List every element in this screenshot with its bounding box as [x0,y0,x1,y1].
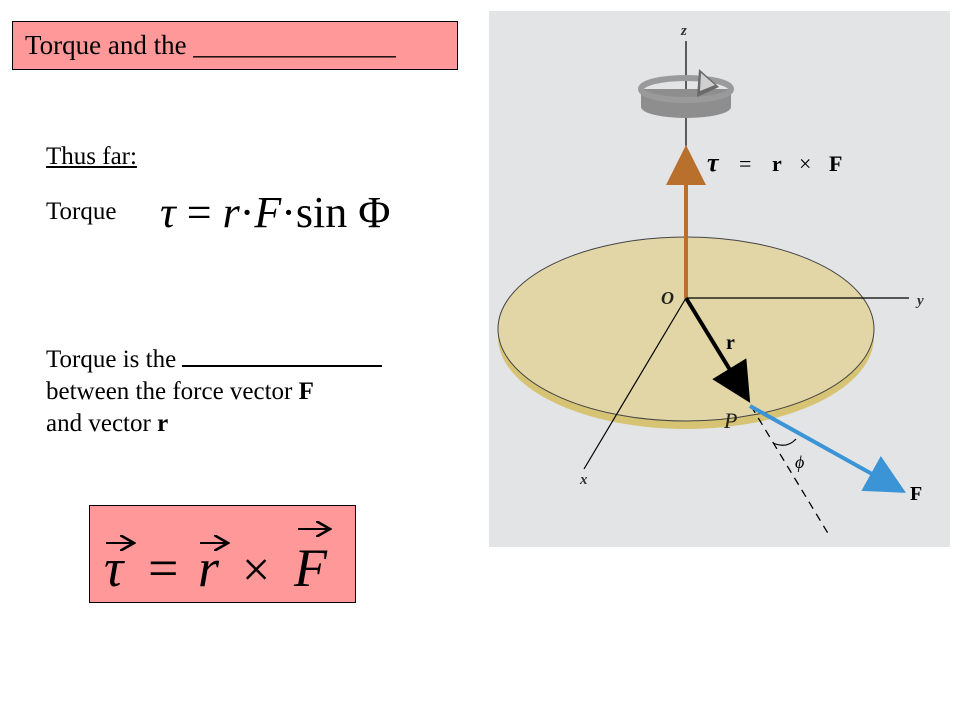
fig-eq-times: × [799,151,811,176]
force-vector-label: F [910,483,922,505]
eq2-equals: = [148,538,178,598]
r-vector [684,296,751,403]
fig-eq-equals: = [739,151,751,176]
para-force-symbol: F [298,378,314,405]
cross-product-formula: τ = r × F [104,506,357,598]
torque-diagram-svg: z y x O r P ϕ [497,23,924,536]
disk [497,236,875,429]
cross-product-paragraph: Torque is the between the force vector F… [46,343,446,440]
para-line2-text: between the force vector [46,378,293,405]
cross-product-formula-box: τ = r × F [89,505,356,603]
x-axis-label: x [579,472,588,488]
eq2-F: F [293,538,328,598]
angle-arc [772,438,797,446]
point-P-label: P [723,408,737,433]
para-line1-text: Torque is the [46,346,177,373]
slide-title: Torque and the _______________ [12,21,458,70]
formula-r: r [222,188,240,237]
rotation-icon [638,69,734,118]
r-vector-label: r [726,332,735,354]
fig-eq-r: r [772,151,782,176]
y-axis-label: y [915,293,924,309]
para-r-symbol: r [157,410,169,437]
eq2-times: × [242,541,270,597]
x-axis [583,297,687,470]
para-line3-text: and vector [46,410,151,437]
fig-eq-F: F [829,151,842,176]
r-extension-dashed [750,405,830,536]
formula-dot-2: · [281,188,296,237]
fig-eq-tau: τ [707,148,720,177]
force-vector [749,404,906,493]
formula-sin: sin [295,188,348,237]
eq2-tau: τ [104,538,125,598]
formula-tau: τ [160,188,176,237]
thus-far-heading: Thus far: [46,143,137,170]
formula-dot-1: · [239,188,255,237]
figure-torque-equation: τ = r × F [707,148,842,177]
fill-in-blank [182,343,383,367]
torque-diagram: z y x O r P ϕ [489,11,950,547]
eq2-r: r [198,538,220,598]
formula-phi: Φ [358,188,391,237]
torque-scalar-formula: τ = r·F·sin Φ [160,187,390,238]
origin-label: O [661,288,674,308]
formula-F: F [254,188,282,237]
z-axis-label: z [680,23,687,39]
formula-equals: = [186,188,212,237]
torque-label: Torque [46,198,117,225]
angle-phi-label: ϕ [795,452,804,472]
